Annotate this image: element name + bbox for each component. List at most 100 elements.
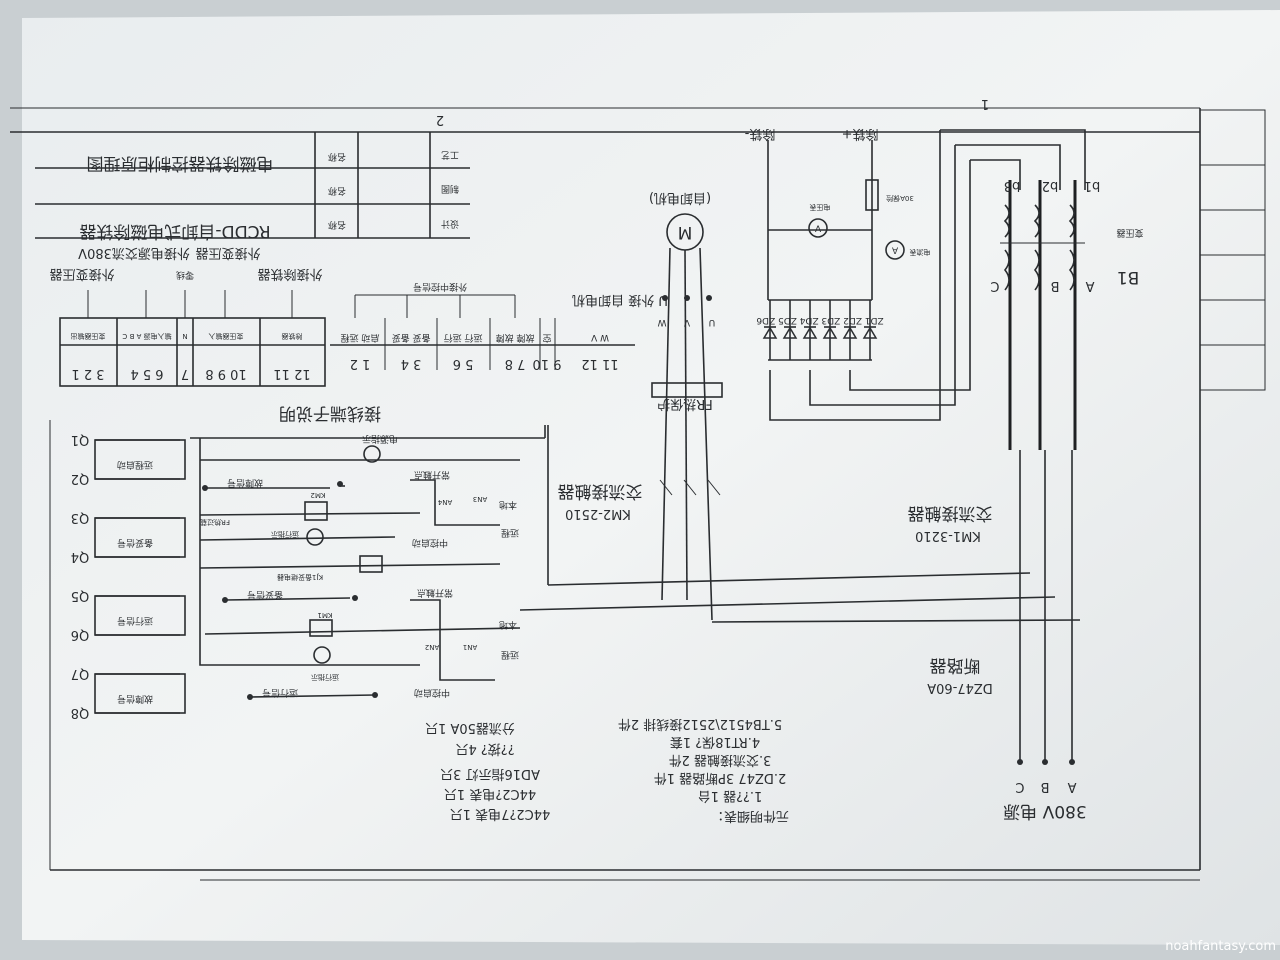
- product-title: RCDD-自卸式电磁除铁器: [79, 221, 270, 241]
- drawing-title: 电磁除铁器控制柜原理图: [87, 153, 274, 173]
- km2-coil-label: KM2: [310, 491, 325, 499]
- terminal-signal-label: 运行信号: [117, 615, 153, 627]
- km1-coil-label: KM1: [317, 611, 332, 619]
- central-start-label: 中控启动: [412, 537, 448, 549]
- breaker-label: 断路器: [930, 655, 981, 675]
- output-positive: 除铁+: [842, 126, 879, 141]
- terminal-header: 变压器输入: [209, 332, 244, 341]
- remote-label: 远程: [501, 649, 519, 660]
- control-terminal-header: 运行 运行: [444, 332, 483, 344]
- control-terminal-numbers: 5 6: [453, 356, 474, 371]
- voltmeter-label: 电压表: [810, 203, 831, 212]
- run-signal-label: 运行信号: [262, 687, 298, 699]
- motor-label: M: [678, 222, 693, 242]
- terminal-group-label: 外接除铁器: [257, 266, 322, 282]
- transformer-label: 变压器: [1116, 227, 1143, 239]
- terminal-header: 除铁器: [282, 332, 303, 341]
- terminal-numbers: 6 5 4: [130, 366, 163, 381]
- component-item: 44C2?电表 1只: [444, 786, 536, 801]
- component-item: 3.交流接触器 2件: [669, 752, 772, 768]
- terminal-table: 外接除铁器 外接变压器 零线 外接电源交流380V 外接变压器 除铁器 变压器输…: [49, 245, 667, 423]
- terminal-group-label: 零线: [176, 269, 194, 281]
- terminal-q6: Q6: [71, 627, 90, 642]
- winding-label: b1: [1084, 178, 1101, 193]
- breaker-model: DZ47-60A: [927, 680, 993, 695]
- diode-icon: [822, 326, 838, 339]
- component-item: 2.DZ47 3P断路器 1件: [654, 770, 787, 786]
- terminal-q5: Q5: [71, 588, 90, 603]
- power-label: 380V 电源: [1003, 801, 1086, 821]
- terminal-numbers: 3 2 1: [71, 366, 104, 381]
- power-branch: 交流接触器 KM1-3210 断路器 DZ47-60A C B A 380V 电…: [908, 450, 1087, 821]
- km1-model: KM1-3210: [915, 528, 981, 543]
- run-lamp-label: 运行指示: [311, 673, 339, 682]
- component-item: ??按? 4只: [455, 741, 514, 756]
- component-item: 44C2?7电表 1只: [450, 806, 550, 821]
- an4-label: AN4: [437, 498, 452, 506]
- winding-label: b3: [1004, 178, 1021, 193]
- terminal-numbers: 7: [181, 366, 189, 381]
- component-item: 分流器50A 1只: [425, 720, 515, 735]
- thermal-relay-label: FR热保护: [657, 396, 713, 411]
- control-terminal-header: 备妥 备妥: [392, 332, 431, 344]
- transformer-id: B1: [1117, 267, 1139, 287]
- ammeter: [885, 240, 905, 260]
- drafting-cell: 制图: [441, 183, 459, 195]
- terminal-q7: Q7: [71, 666, 90, 681]
- terminal-numbers: 10 9 8: [205, 366, 246, 381]
- winding-label: B: [1051, 278, 1060, 293]
- sheet-marker: 1: [981, 96, 989, 111]
- control-terminal-header: 空: [542, 332, 551, 344]
- name-cell: 名称: [328, 219, 346, 231]
- an1-label: AN1: [463, 643, 477, 651]
- control-terminal-numbers: 9 10: [533, 356, 562, 371]
- control-circuit: 电源指示 故障信号 KM2 FR热过载 运行指示 KJ1备妥继电器 常开触点 A…: [190, 425, 546, 700]
- terminal-signal-label: 故障信号: [117, 693, 153, 705]
- voltmeter: [808, 218, 828, 238]
- km1-label: 交流接触器: [908, 503, 993, 523]
- control-terminal-numbers: 1 2: [350, 356, 371, 371]
- fault-signal-label: 故障信号: [227, 477, 263, 489]
- control-terminal-numbers: 11 12: [581, 356, 618, 371]
- power-lamp-label: 电源指示: [362, 433, 398, 445]
- control-terminal-numbers: 3 4: [401, 356, 422, 371]
- ammeter-symbol: A: [891, 245, 898, 255]
- terminal-header: N: [182, 332, 187, 340]
- fuse: [865, 179, 879, 211]
- title-block: 电磁除铁器控制柜原理图 RCDD-自卸式电磁除铁器 名称 名称 名称 工艺 制图…: [35, 132, 470, 241]
- diode-icon: [782, 326, 798, 339]
- diode-labels: ZD1 ZD2 ZD3 ZD4 ZD5 ZD6: [756, 315, 884, 325]
- winding-label: C: [990, 278, 999, 293]
- component-item: 5.TB4512\2512接线排 2件: [618, 716, 782, 732]
- terminal-group-label: 外接变压器: [49, 266, 114, 282]
- km2-model: KM2-2510: [565, 506, 631, 521]
- name-cell: 名称: [328, 185, 346, 197]
- component-item: 4.RT18保? 1套: [670, 734, 760, 750]
- diode-icon: [762, 326, 778, 339]
- component-item: AD16指示灯 3只: [440, 766, 540, 781]
- local-label: 本地: [499, 499, 517, 511]
- watermark: noahfantasy.com: [1165, 939, 1276, 954]
- winding-label: b2: [1042, 178, 1059, 193]
- paper-sheet: [22, 10, 1280, 945]
- remote-label: 远程: [501, 527, 519, 538]
- drawing-frame: 2 1: [10, 96, 1266, 881]
- run-lamp-label: 运行指示: [271, 530, 299, 539]
- fr-fault-label: FR热过载: [200, 518, 230, 527]
- component-item: 1.??器 1台: [698, 788, 763, 803]
- diode-icon: [842, 326, 858, 339]
- ready-relay-label: KJ1备妥继电器: [277, 573, 323, 582]
- terminal-signal-label: 备妥信号: [117, 537, 153, 549]
- no-contact-label: 常开触点: [417, 587, 453, 599]
- winding-label: A: [1085, 278, 1094, 293]
- terminal-numbers: 12 11: [273, 366, 310, 381]
- terminal-header: 变压器输出: [71, 332, 106, 341]
- power-phase: C: [1015, 779, 1024, 794]
- power-phase: B: [1041, 779, 1050, 794]
- terminal-q3: Q3: [71, 510, 90, 525]
- terminal-table-title: 接线端子说明: [279, 403, 381, 423]
- terminal-q4: Q4: [71, 549, 90, 564]
- motor-caption: (自卸电机): [649, 190, 711, 206]
